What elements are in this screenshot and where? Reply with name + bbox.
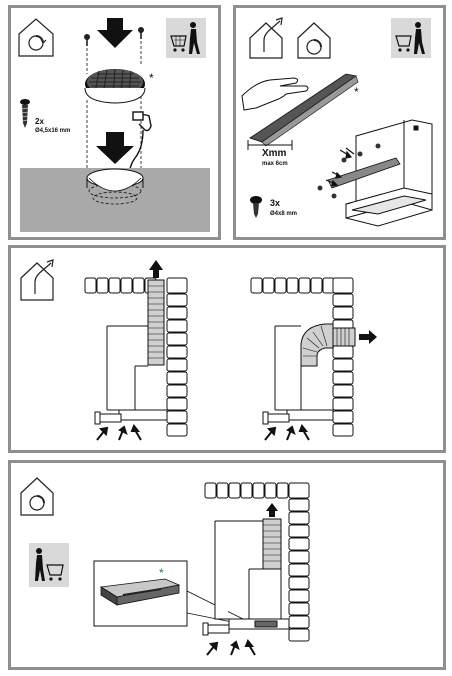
panel1-illustration [18,18,210,232]
optional-asterisk: * [159,566,164,580]
panel-extension-installation: * Xmm max 6cm 3x Ø4x8 mm [233,5,446,240]
recirculation-grill [84,68,146,104]
panel4-illustration [20,477,310,656]
shopping-cart-person-icon [166,18,206,58]
optional-asterisk: * [149,71,154,85]
worktop-cutout [86,168,144,205]
screw-icon [84,27,144,46]
extension-plate [249,73,359,147]
optional-asterisk: * [354,85,359,99]
screw-icon [317,143,381,199]
screw-icon [250,196,262,218]
duct-layout-vertical [84,277,188,437]
recirculation-house-icon [18,18,54,57]
filter-detail-inset [93,560,188,627]
screw-count-label: 3x [270,198,281,208]
panel2-illustration [241,17,433,227]
arrow-down-icon [97,18,133,48]
shopping-cart-person-icon [391,18,431,58]
arrow-down-icon [96,132,134,164]
arrow-up-icon [206,639,256,656]
screw-icon [20,99,30,128]
panel-recirculation-filter-layout: * [8,460,446,670]
recirculation-layout [202,482,310,642]
hood-flap [327,157,401,189]
hood-body [345,119,433,227]
arrow-up-icon [266,503,278,517]
screw-size-label: Ø4,5x16 mm [35,128,71,134]
arrow-right-icon [359,330,377,344]
extraction-house-icon [20,259,54,301]
arrow-up-icon [149,260,163,278]
panel-extraction-duct-layouts [8,245,446,453]
arrow-right-icon [325,147,355,187]
arrow-up-icon [96,424,142,441]
recirculation-house-icon [20,477,54,516]
screw-count-label: 2x [35,117,44,126]
hand-icon [241,77,309,111]
panel3-illustration [20,259,377,441]
duct-layout-horizontal [250,277,356,437]
shopping-cart-person-icon [29,543,69,587]
screw-size-label: Ø4x8 mm [270,211,298,217]
arrow-up-icon [264,424,310,441]
extraction-house-icon [249,17,283,59]
recirculation-house-icon [297,22,331,59]
panel-recirculation-grill-installation: 2x Ø4,5x16 mm * [8,5,221,240]
dimension-label: Xmm [262,148,287,159]
dimension-note: max 6cm [262,161,288,167]
dimension-line [247,140,293,150]
